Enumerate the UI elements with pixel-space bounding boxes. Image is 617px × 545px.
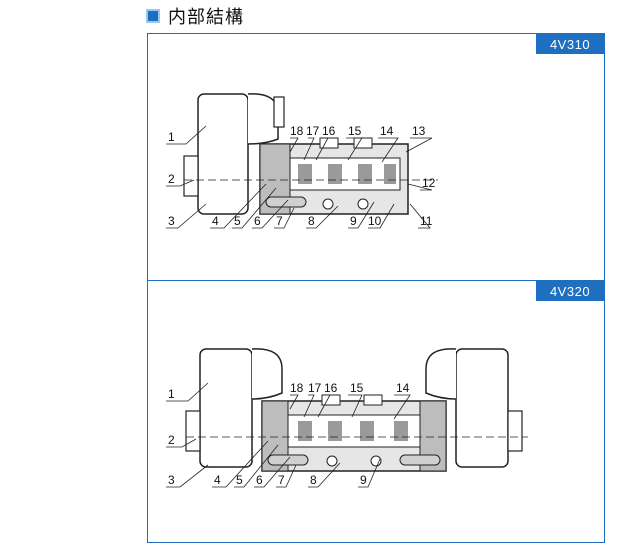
callout-label: 3 — [168, 214, 175, 228]
coil-connector-right — [425, 348, 457, 400]
coil-body — [197, 93, 249, 215]
callout-label: 14 — [396, 381, 410, 395]
callout-label: 8 — [310, 473, 317, 487]
valve-diagram-4v320: 1 2 3 4 5 6 7 8 9 14 15 16 17 18 — [166, 348, 528, 488]
section-heading: 内部結構 — [146, 4, 244, 28]
callout-label: 10 — [368, 214, 382, 228]
callout-label: 16 — [322, 124, 336, 138]
callout-label: 5 — [234, 214, 241, 228]
spool-land — [394, 421, 408, 441]
callout-label: 8 — [308, 214, 315, 228]
manual-knob-left — [185, 410, 201, 452]
callout-label: 11 — [420, 214, 433, 228]
spool-land — [328, 164, 342, 184]
callout-label: 1 — [168, 387, 175, 401]
callout-label: 4 — [212, 214, 219, 228]
spool-land — [384, 164, 396, 184]
coil-connector-left — [251, 348, 283, 400]
model-tag: 4V310 — [536, 34, 604, 54]
manual-knob — [183, 155, 199, 197]
diagram-panel-4v310: 4V310 — [147, 33, 605, 281]
port — [319, 137, 339, 149]
callout-label: 2 — [168, 433, 175, 447]
callout-label: 15 — [350, 381, 364, 395]
section-title: 内部結構 — [168, 7, 244, 27]
piston-right — [399, 454, 441, 466]
callout-label: 7 — [278, 473, 285, 487]
port — [353, 137, 373, 149]
callout-label: 15 — [348, 124, 362, 138]
coil-body-right — [455, 348, 509, 468]
callout-label: 7 — [276, 214, 283, 228]
callout-label: 2 — [168, 172, 175, 186]
callout-label: 6 — [254, 214, 261, 228]
port — [363, 394, 383, 406]
callout-label: 1 — [168, 130, 175, 144]
piston-left — [267, 454, 309, 466]
diagram-panel-4v320: 4V320 — [147, 281, 605, 543]
callout-label: 3 — [168, 473, 175, 487]
callout-label: 18 — [290, 124, 304, 138]
callout-label: 12 — [422, 176, 436, 190]
callout-label: 9 — [360, 473, 367, 487]
port-hole — [326, 455, 338, 467]
port — [321, 394, 341, 406]
port-hole — [357, 198, 369, 210]
callout-label: 16 — [324, 381, 338, 395]
spool-land — [328, 421, 342, 441]
spool-land — [360, 421, 374, 441]
callout-label: 17 — [306, 124, 320, 138]
spool-land — [298, 164, 312, 184]
callout-label: 6 — [256, 473, 263, 487]
manual-knob-right — [507, 410, 523, 452]
valve-diagram-4v310: 1 2 3 4 5 6 7 8 9 10 11 12 13 14 15 16 1… — [166, 93, 438, 229]
connector-nut — [273, 96, 285, 128]
callout-label: 18 — [290, 381, 304, 395]
spool-land — [358, 164, 372, 184]
model-tag: 4V320 — [536, 281, 604, 301]
port-hole — [322, 198, 334, 210]
spool-land — [298, 421, 312, 441]
callout-label: 13 — [412, 124, 426, 138]
callout-label: 5 — [236, 473, 243, 487]
callout-label: 9 — [350, 214, 357, 228]
coil-body-left — [199, 348, 253, 468]
callout-label: 14 — [380, 124, 394, 138]
callout-label: 4 — [214, 473, 221, 487]
square-bullet-icon — [146, 9, 160, 23]
callout-label: 17 — [308, 381, 322, 395]
